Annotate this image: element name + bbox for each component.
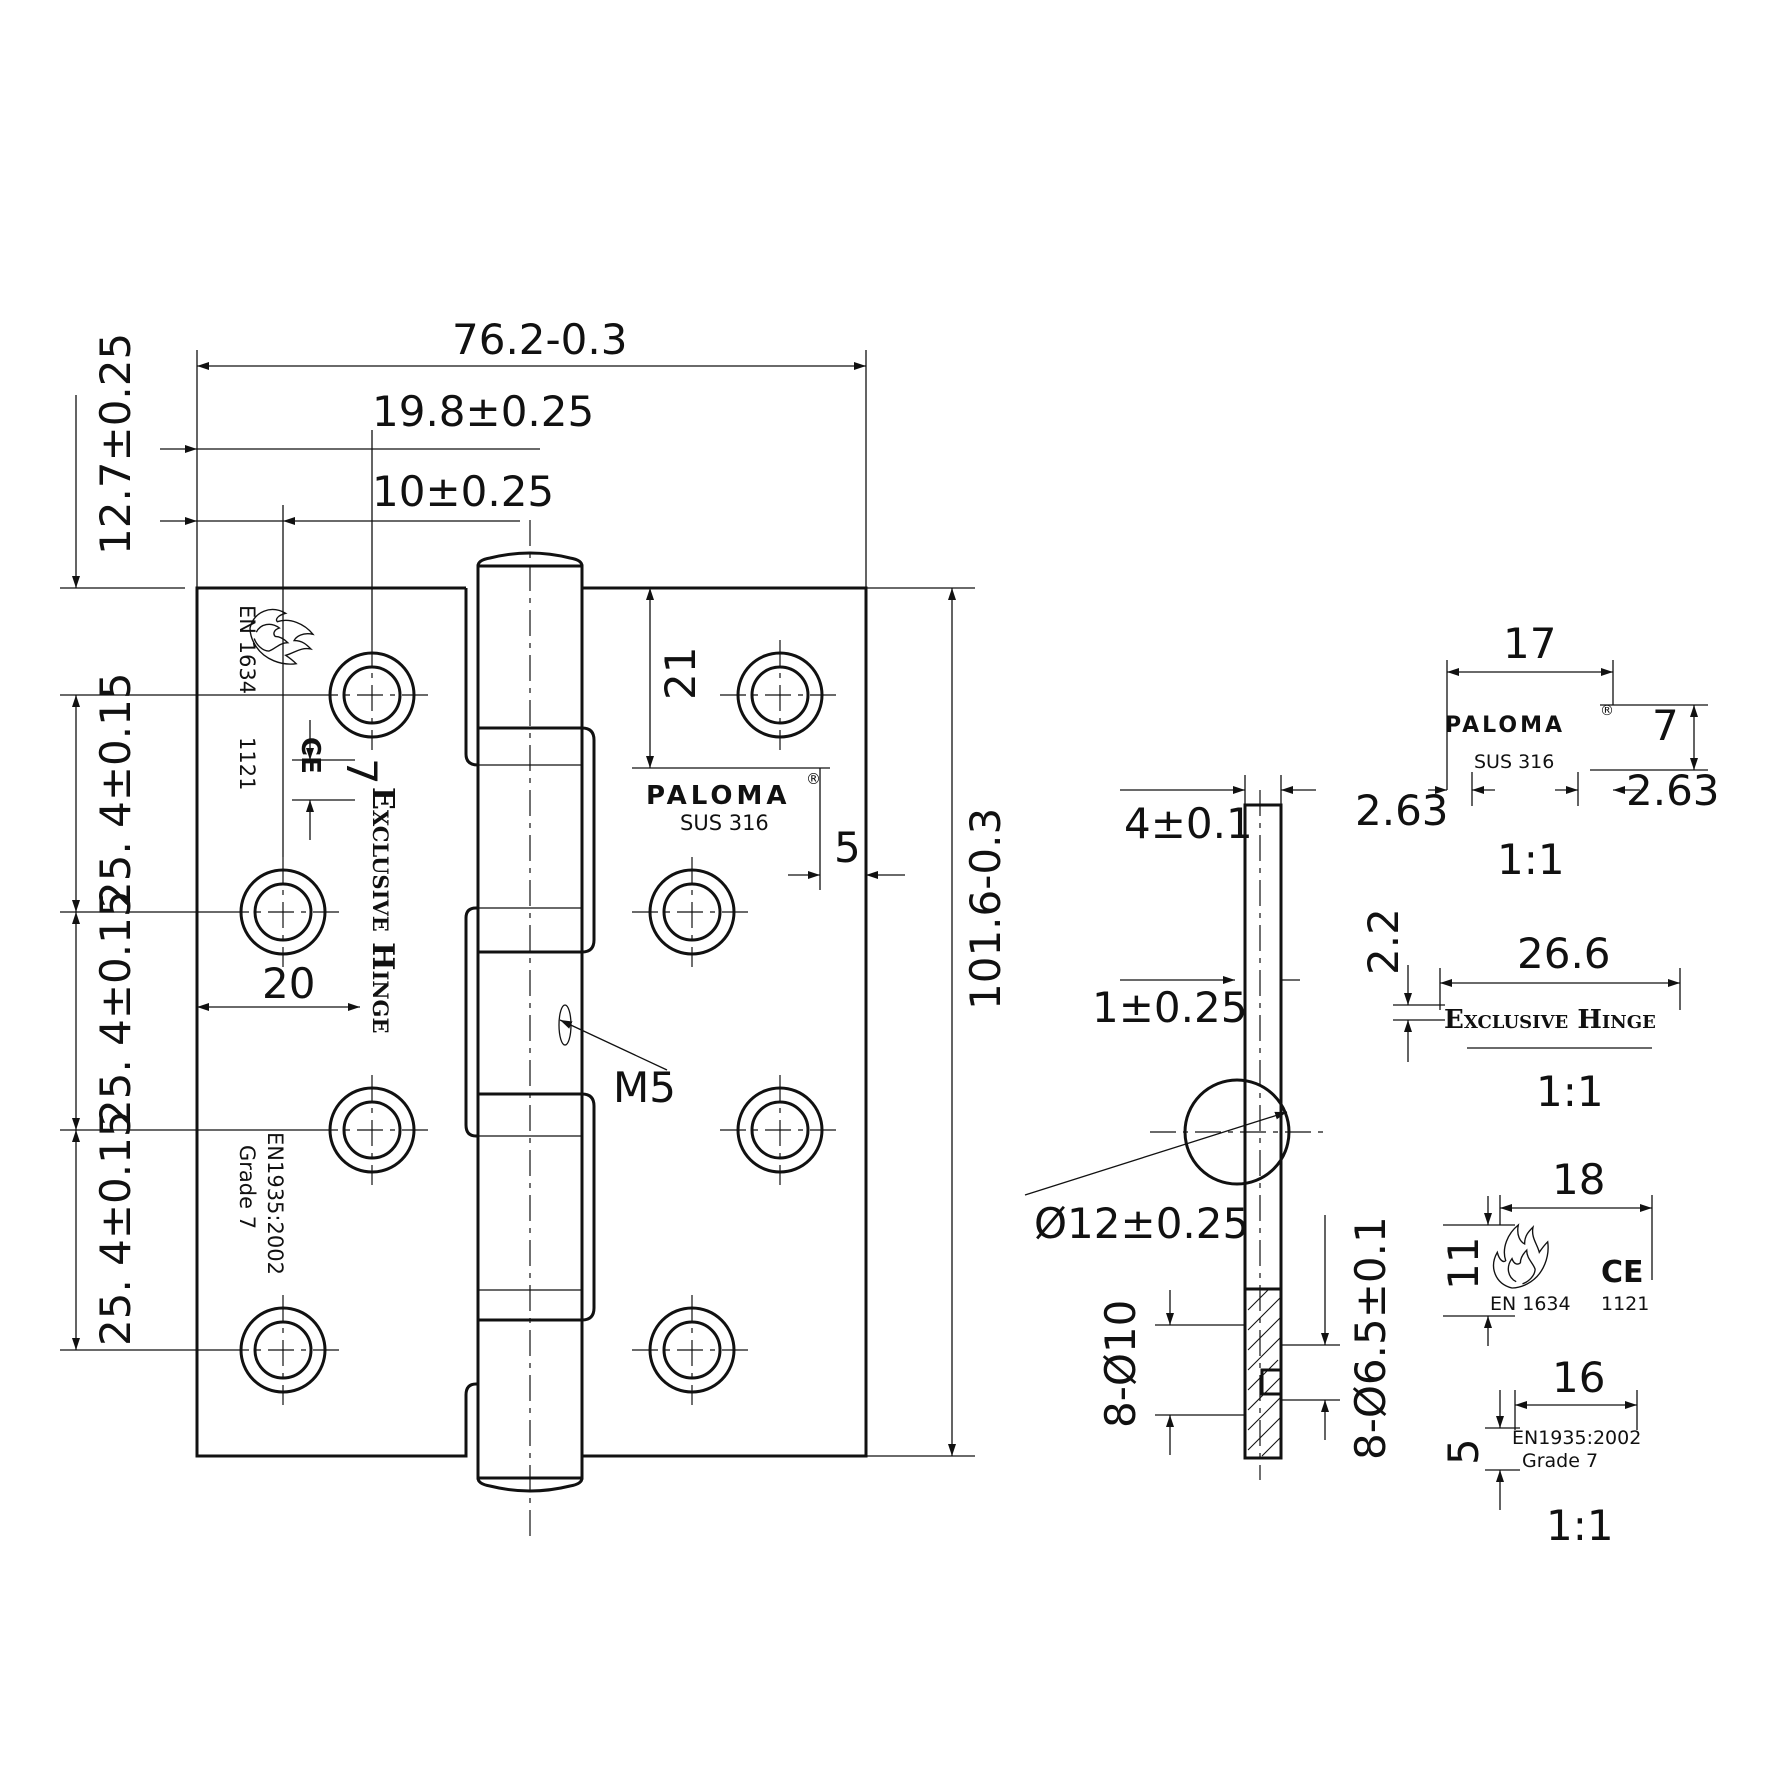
screw-hole bbox=[223, 857, 343, 967]
detail-text-height: 2.2 bbox=[1359, 908, 1408, 975]
dim-thread: M5 bbox=[613, 1063, 676, 1112]
detail-standard-width: 16 bbox=[1552, 1353, 1605, 1402]
grade-mark: Grade 7 bbox=[235, 1145, 259, 1229]
screw-hole bbox=[312, 1075, 432, 1185]
screw-hole bbox=[312, 640, 432, 750]
dim-knuckle-center: 19.8±0.25 bbox=[372, 387, 594, 436]
detail-logo-width: 17 bbox=[1503, 619, 1556, 668]
detail-fire-ce: EN 1634 CE 1121 18 11 bbox=[1439, 1155, 1653, 1346]
screw-hole bbox=[720, 1075, 840, 1185]
product-mark: Exclusive Hinge bbox=[365, 787, 400, 1033]
detail-standard-mark: EN1935:2002 bbox=[1512, 1427, 1641, 1449]
detail-fire-width: 18 bbox=[1552, 1155, 1605, 1204]
dim-knuckle-diameter: Ø12±0.25 bbox=[1034, 1199, 1249, 1248]
left-leaf-outline bbox=[195, 586, 478, 1458]
dim-text-spacing: 7 bbox=[337, 758, 386, 785]
detail-logo-height: 7 bbox=[1652, 701, 1679, 750]
dim-logo-gap: 5 bbox=[834, 823, 861, 872]
detail-logo: PALOMA ® SUS 316 17 7 2.63 2.63 1:1 bbox=[1355, 619, 1720, 884]
detail-text: Exclusive Hinge 26.6 2.2 1:1 bbox=[1359, 908, 1681, 1116]
detail-standard: EN1935:2002 Grade 7 16 5 1:1 bbox=[1439, 1353, 1641, 1550]
svg-text:®: ® bbox=[1600, 703, 1614, 719]
dim-hole-pitch-2: 25. 4±0.15 bbox=[91, 890, 140, 1126]
side-view: 4±0.1 1±0.25 Ø12±0.25 8-Ø10 8-Ø6.5±0.1 bbox=[1024, 775, 1395, 1480]
dim-overall-width: 76.2-0.3 bbox=[452, 315, 627, 364]
detail-text-width: 26.6 bbox=[1517, 929, 1611, 978]
detail-ce-mark: CE bbox=[1601, 1255, 1644, 1290]
detail-grade-mark: Grade 7 bbox=[1522, 1450, 1598, 1472]
screw-hole bbox=[632, 1295, 752, 1405]
detail-logo-material: SUS 316 bbox=[1474, 751, 1554, 773]
dim-hole-row-offset: 10±0.25 bbox=[372, 467, 554, 516]
flame-icon bbox=[1492, 1224, 1549, 1289]
detail-ce-number: 1121 bbox=[1601, 1293, 1649, 1315]
dim-gap: 1±0.25 bbox=[1092, 983, 1247, 1032]
detail-text-scale: 1:1 bbox=[1536, 1067, 1604, 1116]
brand-logo: PALOMA bbox=[646, 781, 791, 811]
detail-fire-height: 11 bbox=[1439, 1237, 1488, 1290]
screw-hole bbox=[720, 640, 840, 750]
dim-logo-top: 21 bbox=[656, 647, 705, 700]
detail-logo-margin-right: 2.63 bbox=[1626, 766, 1720, 815]
screw-holes bbox=[223, 640, 840, 1405]
dim-hole-pitch-3: 25. 4±0.15 bbox=[91, 1110, 140, 1346]
dim-countersink: 8-Ø10 bbox=[1096, 1300, 1145, 1428]
ce-number-mark: 1121 bbox=[235, 737, 259, 790]
detail-standard-height: 5 bbox=[1439, 1438, 1488, 1465]
dim-leaf-thickness: 4±0.1 bbox=[1124, 799, 1253, 848]
left-leaf-edge bbox=[464, 588, 479, 1138]
screw-hole bbox=[632, 857, 752, 967]
detail-logo-margin-left: 2.63 bbox=[1355, 786, 1449, 835]
detail-standard-scale: 1:1 bbox=[1546, 1501, 1614, 1550]
dim-hole-pitch-1: 25. 4±0.15 bbox=[91, 672, 140, 908]
material-mark: SUS 316 bbox=[680, 811, 769, 835]
fire-standard-mark: EN 1634 bbox=[235, 605, 259, 694]
dim-top-offset: 12.7±0.25 bbox=[91, 333, 140, 555]
detail-fire-standard: EN 1634 bbox=[1490, 1293, 1571, 1315]
detail-logo-brand: PALOMA bbox=[1445, 713, 1565, 738]
detail-logo-scale: 1:1 bbox=[1497, 835, 1565, 884]
dim-hole-diameter: 8-Ø6.5±0.1 bbox=[1346, 1216, 1395, 1460]
dim-overall-height: 101.6-0.3 bbox=[961, 808, 1010, 1010]
right-leaf-outline bbox=[582, 586, 868, 1458]
front-view: EN 1634 CE 1121 Exclusive Hinge EN1935:2… bbox=[60, 315, 1010, 1536]
standard-mark: EN1935:2002 bbox=[263, 1132, 287, 1275]
screw-hole bbox=[223, 1295, 343, 1405]
dim-leaf-hole-spacing: 20 bbox=[262, 959, 315, 1008]
registered-mark: ® bbox=[806, 770, 821, 788]
detail-text-product: Exclusive Hinge bbox=[1444, 1005, 1656, 1035]
